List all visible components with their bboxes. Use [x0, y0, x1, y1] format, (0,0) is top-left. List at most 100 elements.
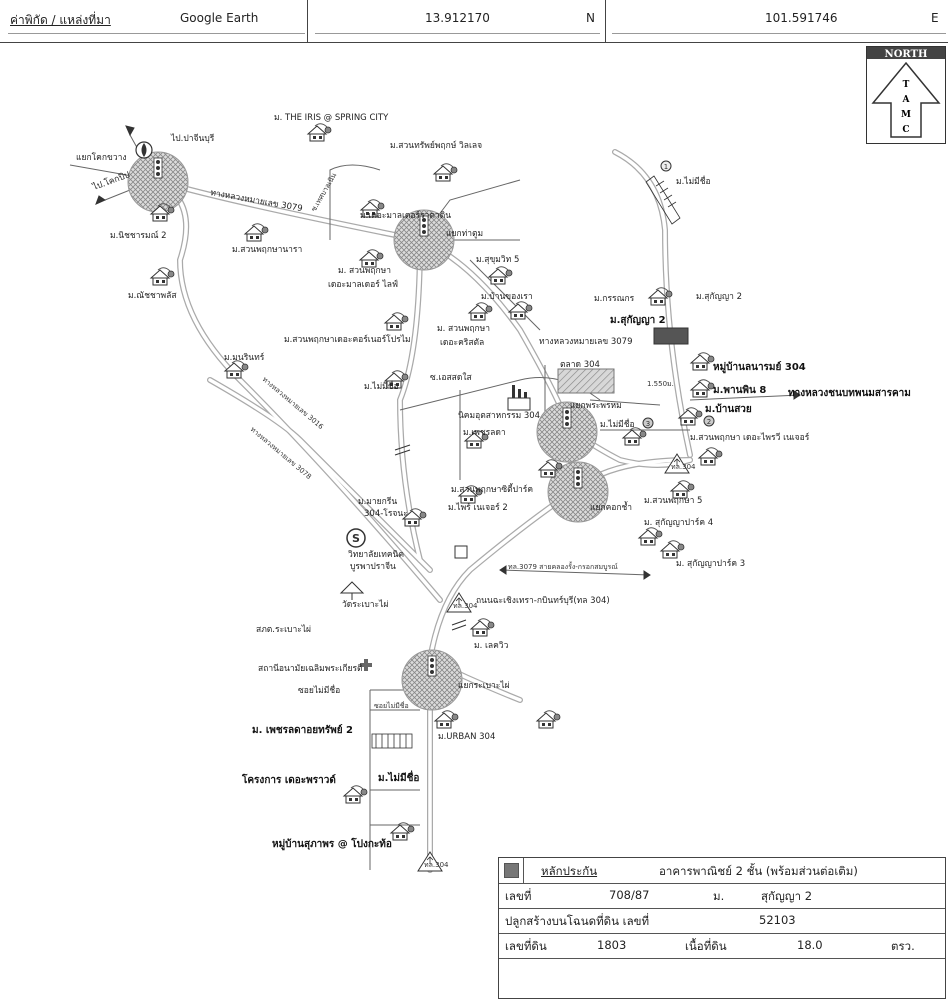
label-college: วิทยาลัยเทคนิค	[348, 550, 404, 560]
label-road-3079-c: ทล.3079 สายคลองรั้ง-กรอกสมบูรณ์	[508, 560, 618, 571]
label-soi-no-name2: ซอยไม่มีชื่อ	[374, 701, 409, 710]
house-no-value: 708/87	[609, 888, 650, 902]
label-college2: บูรพาปราจีน	[350, 561, 396, 572]
coordinate-source-value: Google Earth	[180, 11, 259, 25]
market-photo	[557, 368, 615, 394]
north-letter-t: T	[903, 80, 910, 90]
legend-swatch	[504, 863, 519, 878]
roundabout-kokham	[547, 461, 609, 523]
gas-station-icon	[135, 141, 153, 159]
direction-arrows	[95, 125, 801, 580]
label-sp-crystal: ม. สวนพฤกษา	[437, 324, 490, 334]
label-sukhumvit5: ม.สุขุมวิท 5	[476, 255, 519, 265]
label-sp-city: ม.สวนพฤกษาซิตี้ปาร์ค	[451, 483, 533, 495]
label-yaek-tasung: แยกท่าตูม	[446, 229, 483, 239]
label-no-name-top: ม.ไม่มีชื่อ	[676, 175, 711, 187]
north-title: NORTH	[885, 49, 928, 60]
label-sp-nature: ม.สวนพฤกษา เดอะไพรวี เนเจอร์	[690, 432, 810, 443]
college-icon: S	[346, 528, 366, 548]
label-mai-rin: ม.มายกรีน	[358, 496, 397, 507]
bridge-marks	[394, 444, 467, 631]
roundabout-rabao	[401, 649, 463, 711]
label-road-3079-b: ทางหลวงหมายเลข 3079	[539, 337, 632, 347]
latitude-direction: N	[586, 11, 595, 25]
label-phet-lada: ม.เพชรลดา	[463, 428, 506, 438]
roundabout-phrapanom	[536, 401, 598, 463]
label-hwy-shield: ทล.304	[424, 861, 449, 869]
label-monrin: ม.มนรินทร์	[224, 352, 265, 363]
label-distance: 1.550ม.	[647, 380, 674, 388]
label-ban-suai: ม.บ้านสวย	[705, 403, 752, 415]
north-arrow: NORTH T A M C	[866, 46, 946, 144]
label-suanpruksa-a: ม.สวนพฤกษานารา	[232, 245, 302, 255]
table-row: เลขที่ดิน 1803 เนื้อที่ดิน 18.0 ตรว.	[499, 933, 945, 959]
label-hospital: สถานีอนามัยเฉลิมพระเกียรติ	[258, 663, 363, 674]
label-soi-sadsai: ซ.เอสสดใส	[430, 372, 473, 383]
land-no-label: เลขที่ดิน	[505, 939, 547, 953]
label-sukanya-subject: ม.สุกัญญา 2	[610, 314, 666, 326]
roundabout-khok-kwang	[127, 151, 189, 213]
project-block-icon	[645, 175, 681, 225]
deed-value: 52103	[759, 913, 796, 927]
label-no-name-b: ม.ไม่มีชื่อ	[600, 418, 635, 430]
coordinate-source-label: ค่าพิกัด / แหล่งที่มา	[10, 13, 111, 27]
label-sp-terramall2: เดอะมาลเดอร์ ไลฟ์	[328, 279, 398, 290]
label-ban-kong: ม.บ้านของเรา	[481, 291, 533, 302]
north-letter-m: M	[901, 110, 911, 120]
label-urban: ม.URBAN 304	[438, 732, 495, 742]
label-sp-terramall: ม. สวนพฤกษา	[338, 266, 391, 276]
label-chatchaphon: ม.ณัชชาพลัส	[128, 291, 177, 301]
longitude-value: 101.591746	[765, 11, 838, 25]
hospital-icon	[360, 659, 372, 671]
label-sathaphorn: หมู่บ้านสุภาพร @ โปงกะท้อ	[272, 837, 392, 851]
label-khok-kwang: แยกโคกขวาง	[76, 152, 127, 163]
label-lanarom: หมู่บ้านลนารมย์ 304	[713, 361, 806, 374]
house-no-label: เลขที่	[505, 889, 532, 903]
map-labels: ไป.ปาจีนบุรี แยกโคกขวาง ไป.โคกปีป ม.นิชช…	[76, 113, 911, 869]
svg-text:1: 1	[664, 163, 668, 171]
collateral-info-table: หลักประกัน อาคารพาณิชย์ 2 ชั้น (พร้อมส่ว…	[498, 857, 946, 999]
label-kanrungkit: ม.กรรณกร	[594, 294, 635, 304]
svg-text:3: 3	[646, 420, 650, 428]
label-lake-view: ม. เลควิว	[474, 641, 509, 651]
svg-text:S: S	[352, 532, 360, 545]
subject-property-marker	[653, 327, 689, 345]
north-letter-a: A	[902, 95, 911, 105]
area-unit: ตรว.	[891, 939, 915, 953]
table-row: เลขที่ 708/87 ม. สุกัญญา 2	[499, 883, 945, 909]
building-block-icon	[371, 733, 413, 749]
table-row: หลักประกัน อาคารพาณิชย์ 2 ชั้น (พร้อมส่ว…	[499, 858, 945, 884]
label-soi-no-name: ซอยไม่มีชื่อ	[298, 684, 340, 696]
label-temple: วัดระเบาะไผ่	[342, 599, 388, 610]
label-road-3016: ทางหลวงหมายเลข 3016	[261, 375, 326, 431]
label-iris: ม. THE IRIS @ SPRING CITY	[274, 113, 389, 123]
convenience-store-icon	[454, 545, 468, 559]
label-mai-rin2: 304-โรจนะ	[364, 508, 408, 519]
latitude-value: 13.912170	[425, 11, 490, 25]
legend-label: หลักประกัน	[541, 864, 598, 878]
marker-2-icon: 2	[703, 415, 715, 427]
label-prai-corner: ม.ไพร์ เนเจอร์ 2	[448, 502, 508, 513]
label-yaek-phrapanom: แยกพระพรหม	[570, 401, 622, 411]
label-sor-or-bor: สภต.ระเบาะไผ่	[256, 624, 311, 635]
label-sukanya-park3: ม. สุกัญญาปาร์ค 3	[676, 558, 745, 569]
label-road-3079-a: ทางหลวงหมายเลข 3079	[209, 188, 303, 214]
label-phet-lada2: ม. เพชรลดาอยทรัพย์ 2	[252, 724, 353, 736]
label-talad-304: ตลาด 304	[560, 360, 600, 370]
label-sp-concept: ม.สวนพฤกษาเดอะคอร์เนอร์โปรไม	[284, 334, 411, 345]
label-sukanya-park4: ม. สุกัญญาปาร์ค 4	[644, 517, 713, 528]
industrial-estate-icon	[507, 385, 531, 411]
label-project: โครงการ เดอะพราวด์	[241, 773, 336, 786]
label-to-kabin: ไป.โคกปีป	[90, 169, 131, 193]
table-row: ปลูกสร้างบนโฉนดที่ดิน เลขที่ 52103	[499, 908, 945, 934]
marker-3-icon: 3	[642, 417, 654, 429]
svg-text:2: 2	[707, 418, 711, 426]
label-industrial: นิคมอุตสาหกรรม 304	[458, 411, 540, 421]
marker-1-icon: 1	[660, 160, 672, 172]
land-no-value: 1803	[597, 938, 627, 952]
label-phanphin: ม.พานพิน 8	[713, 384, 766, 396]
label-sukanya-top: ม.สุกัญญา 2	[696, 292, 742, 302]
label-hwy-shield: ทล.304	[671, 463, 696, 471]
